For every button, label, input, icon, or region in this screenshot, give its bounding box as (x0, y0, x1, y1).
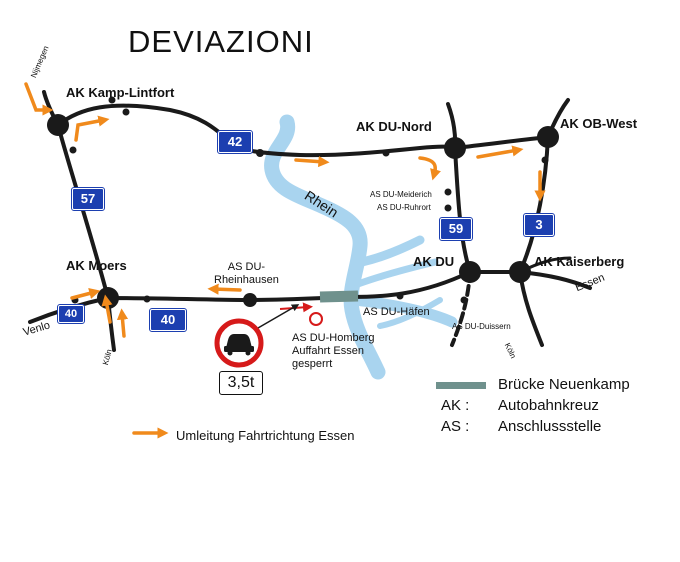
label-ak-du: AK DU (413, 254, 455, 269)
shield-a40-left: 40 (57, 304, 85, 324)
label-ak-moers: AK Moers (66, 258, 127, 273)
page-title: DEVIAZIONI (128, 24, 314, 59)
bridge-neuenkamp (319, 290, 359, 303)
detour-arrows (24, 82, 546, 439)
shield-a3: 3 (523, 213, 555, 237)
closed-ramp-marker (309, 312, 323, 326)
label-as-haefen: AS DU-Häfen (363, 306, 430, 318)
no-cars-sign-icon (214, 318, 264, 368)
rhine-river (264, 114, 458, 380)
legend-as-key: AS : (441, 418, 470, 435)
legend-bridge: Brücke Neuenkamp (498, 376, 630, 393)
shield-a40-main: 40 (149, 308, 187, 332)
label-ak-ob-west: AK OB-West (560, 116, 638, 131)
shield-a57: 57 (71, 187, 105, 211)
legend-detour: Umleitung Fahrtrichtung Essen (176, 428, 355, 443)
shield-a59: 59 (439, 217, 473, 241)
label-as-homberg: AS DU-Homberg Auffahrt Essen gesperrt (292, 332, 375, 371)
label-as-duissern: AS DU-Duissern (452, 322, 511, 331)
legend-as-value: Anschlussstelle (498, 418, 602, 435)
label-ak-du-nord: AK DU-Nord (356, 119, 432, 134)
legend-ak-value: Autobahnkreuz (498, 397, 599, 414)
interchange-nodes (47, 114, 559, 309)
label-as-meiderich: AS DU-Meiderich (370, 190, 432, 199)
shield-a42: 42 (217, 130, 253, 154)
legend-ak-key: AK : (441, 397, 470, 414)
weight-limit-plate: 3,5t (219, 371, 263, 395)
label-as-rheinhausen: AS DU- Rheinhausen (214, 261, 279, 287)
motorway-network (28, 90, 592, 352)
local-black-arrow (257, 304, 300, 329)
legend-bridge-swatch (436, 382, 486, 389)
label-ak-kaiserberg: AK Kaiserberg (534, 254, 625, 269)
exit-dots (69, 96, 549, 307)
label-ak-kamp-lintfort: AK Kamp-Lintfort (66, 85, 175, 100)
label-as-ruhrort: AS DU-Ruhrort (377, 203, 431, 212)
